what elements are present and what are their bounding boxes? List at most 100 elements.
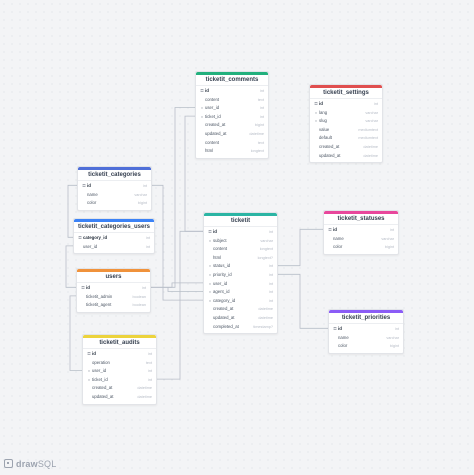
column-name: content (213, 246, 228, 252)
table-color-bar (196, 72, 268, 75)
column-name: subject (213, 237, 227, 243)
table-title[interactable]: ticketit (204, 216, 277, 227)
table-title[interactable]: ticketit_audits (83, 338, 156, 349)
column-name: created_at (319, 143, 340, 149)
column-type: text (257, 140, 264, 145)
column-type: int (141, 286, 146, 290)
table-title[interactable]: users (77, 272, 150, 283)
column-type: datetime (363, 153, 378, 158)
column-name: updated_at (319, 152, 341, 158)
column-type: int (268, 230, 273, 234)
column-type: text (257, 97, 264, 102)
index-icon: ○ (208, 237, 212, 243)
column-name: ticketit_agent (86, 302, 112, 308)
column-type: int (147, 352, 152, 356)
index-icon: ○ (208, 280, 212, 286)
column-type: int (373, 102, 378, 106)
key-icon: ⚿ (81, 285, 85, 290)
drawsql-logo-icon (4, 459, 13, 468)
key-icon: ⚿ (78, 235, 82, 240)
column-name: created_at (205, 122, 226, 128)
table-title[interactable]: ticketit_settings (310, 88, 382, 99)
column-name: updated_at (92, 393, 114, 399)
column-name: user_id (92, 368, 107, 374)
column-type: varchar (365, 110, 378, 115)
table-title[interactable]: ticketit_categories_users (74, 222, 154, 233)
table-title[interactable]: ticketit_statuses (324, 214, 398, 225)
column-type: varchar (134, 192, 147, 197)
column-type: bigint (389, 344, 399, 349)
column-name: ticket_id (92, 376, 108, 382)
table-title[interactable]: ticketit_comments (196, 75, 268, 86)
relationship-line (276, 228, 323, 267)
column-type: int (145, 236, 150, 240)
table-title[interactable]: ticketit_priorities (329, 313, 403, 324)
column-name: slug (319, 118, 327, 124)
drawsql-logo: drawSQL (4, 459, 56, 469)
table-title[interactable]: ticketit_categories (78, 170, 151, 181)
relationship-line (276, 273, 328, 329)
column-name: id (319, 101, 323, 106)
column-name: default (319, 135, 332, 141)
column-row[interactable]: updated_at datetime (310, 152, 382, 161)
table-color-bar (77, 269, 150, 272)
relationship-line (155, 230, 203, 380)
